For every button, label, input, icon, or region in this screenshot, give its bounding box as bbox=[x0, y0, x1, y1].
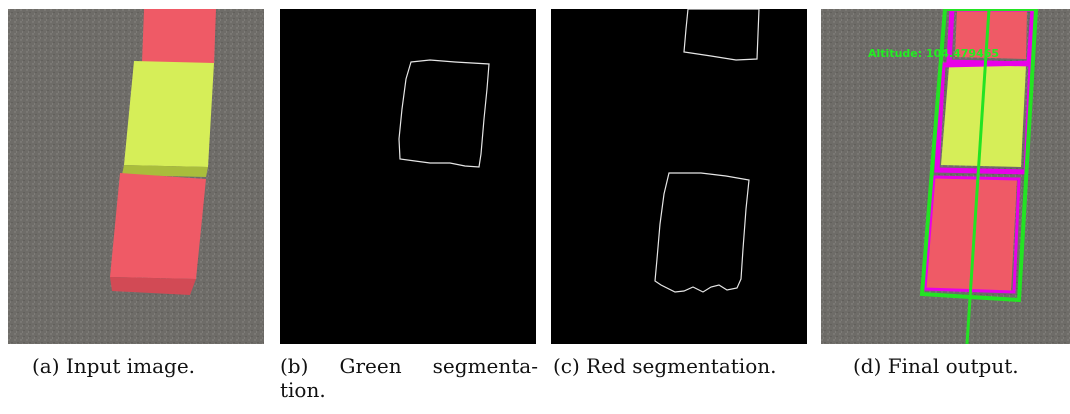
red-contour-bottom bbox=[654, 172, 750, 293]
red-block-bottom bbox=[925, 177, 1017, 292]
final-output-panel: Altitude: 104.479465 bbox=[821, 9, 1070, 344]
green-block-side bbox=[122, 165, 208, 177]
caption-b: (b) Green segmenta- tion. bbox=[280, 354, 538, 402]
red-contour-top bbox=[683, 9, 760, 61]
caption-c-text: (c) Red segmentation. bbox=[553, 354, 777, 378]
red-segmentation-panel bbox=[551, 9, 807, 344]
green-segmentation-panel bbox=[280, 9, 536, 344]
input-image-panel bbox=[8, 9, 264, 344]
red-block-top bbox=[142, 9, 216, 65]
green-block bbox=[941, 65, 1026, 167]
red-block-bottom bbox=[110, 173, 206, 279]
final-output-image: Altitude: 104.479465 bbox=[821, 9, 1070, 344]
caption-b-line1: (b) Green segmenta- bbox=[280, 354, 538, 378]
magenta-box-bottom bbox=[923, 175, 1021, 294]
caption-a: (a) Input image. bbox=[32, 354, 195, 378]
caption-a-text: (a) Input image. bbox=[32, 354, 196, 378]
black-background bbox=[280, 9, 536, 344]
green-segmentation-image bbox=[280, 9, 536, 344]
green-block bbox=[124, 61, 214, 167]
caption-b-word: segmenta- bbox=[432, 354, 538, 378]
center-axis-line bbox=[965, 9, 991, 344]
green-contour bbox=[398, 59, 490, 168]
caption-b-word: (b) bbox=[280, 354, 309, 378]
caption-d-text: (d) Final output. bbox=[853, 354, 1019, 378]
input-image bbox=[8, 9, 264, 344]
caption-b-line2: tion. bbox=[280, 378, 326, 402]
caption-b-word: Green bbox=[339, 354, 402, 378]
red-block-top bbox=[955, 9, 1027, 59]
red-block-bottom-side bbox=[110, 277, 196, 295]
red-segmentation-image bbox=[551, 9, 807, 344]
green-bounding-box bbox=[919, 9, 1039, 303]
caption-c: (c) Red segmentation. bbox=[553, 354, 776, 378]
altitude-label: Altitude: 104.479465 bbox=[868, 47, 999, 60]
black-background bbox=[551, 9, 807, 344]
caption-d: (d) Final output. bbox=[853, 354, 1019, 378]
